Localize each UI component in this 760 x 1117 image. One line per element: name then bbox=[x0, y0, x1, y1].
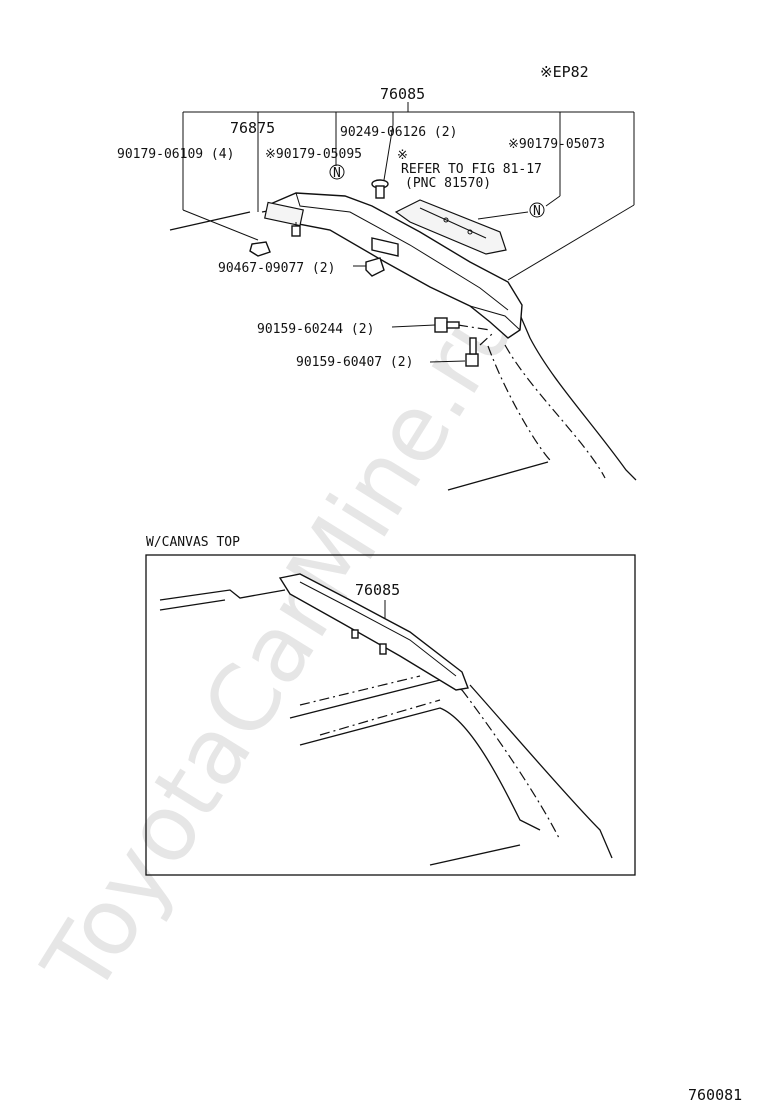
label-inset-76085: 76085 bbox=[355, 581, 400, 599]
watermark: ToyotaCarMine.ru bbox=[22, 273, 539, 1012]
label-refer-mark: ※ bbox=[397, 148, 408, 163]
bracket-under-spoiler bbox=[371, 237, 399, 257]
label-90159-60244: 90159-60244 (2) bbox=[257, 322, 374, 337]
label-76875: 76875 bbox=[230, 119, 275, 137]
clip-90249-06126 bbox=[371, 179, 389, 199]
label-90467-09077: 90467-09077 (2) bbox=[218, 261, 335, 276]
bolt-90159-60244 bbox=[434, 317, 460, 333]
clip-90467-09077 bbox=[365, 257, 385, 277]
inset-frame bbox=[145, 554, 636, 876]
label-refer-line1: REFER TO FIG 81-17 bbox=[401, 162, 542, 177]
n-marker-right: N bbox=[529, 202, 545, 219]
leader-lines bbox=[182, 124, 635, 363]
bolt-90159-60407 bbox=[465, 337, 479, 367]
label-90159-60407: 90159-60407 (2) bbox=[296, 355, 413, 370]
stop-lamp-76875 bbox=[264, 201, 304, 237]
clip-90179-06109 bbox=[249, 241, 271, 257]
label-90179-05095: ※90179-05095 bbox=[265, 147, 362, 162]
label-90179-05073: ※90179-05073 bbox=[508, 137, 605, 152]
n-marker-left: N bbox=[329, 164, 345, 181]
top-right-note: ※EP82 bbox=[540, 63, 589, 81]
inset-title: W/CANVAS TOP bbox=[146, 535, 240, 550]
svg-text:N: N bbox=[333, 166, 341, 181]
callout-bracket bbox=[182, 102, 635, 210]
lamp-lens-ref bbox=[394, 199, 507, 255]
label-90249-06126: 90249-06126 (2) bbox=[340, 125, 457, 140]
label-76085: 76085 bbox=[380, 85, 425, 103]
inset-spoiler bbox=[278, 573, 469, 691]
svg-text:N: N bbox=[533, 204, 541, 219]
diagram-code: 760081 bbox=[688, 1086, 742, 1104]
label-refer-line2: (PNC 81570) bbox=[405, 176, 491, 191]
label-90179-06109: 90179-06109 (4) bbox=[117, 147, 234, 162]
rear-spoiler bbox=[266, 192, 523, 339]
